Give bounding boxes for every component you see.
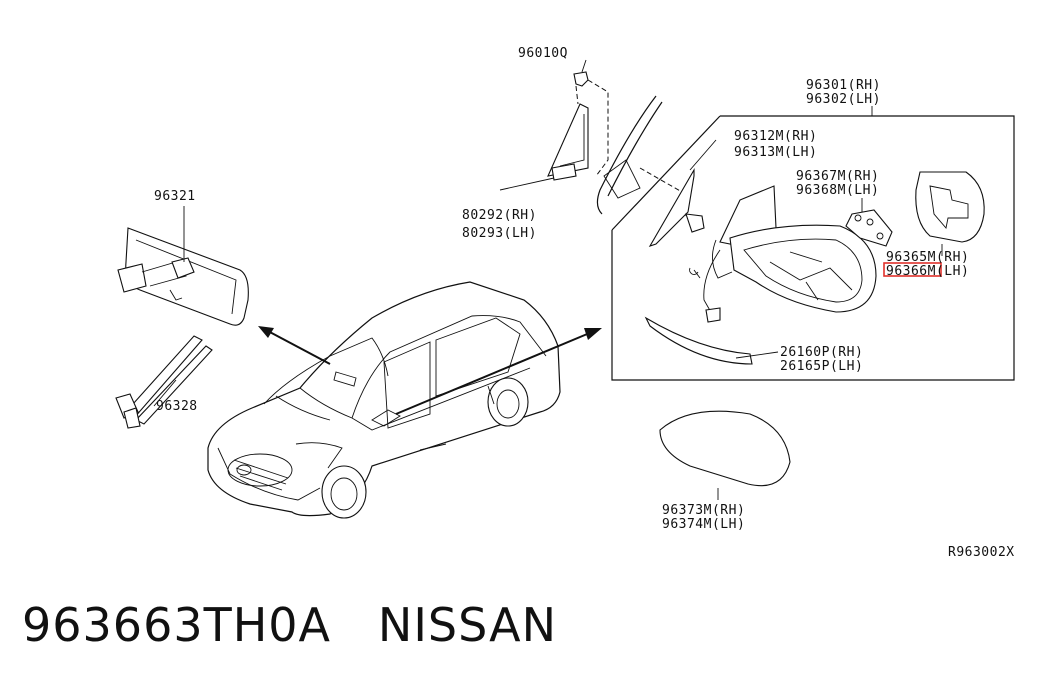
- diagram-reference: R963002X: [948, 545, 1015, 560]
- base-gasket-96312: [648, 139, 717, 247]
- label-96328[interactable]: 96328: [156, 399, 198, 414]
- label-96312[interactable]: 96312M(RH): [734, 129, 817, 144]
- label-96010q[interactable]: 96010Q: [518, 46, 568, 61]
- label-80292[interactable]: 80292(RH): [462, 208, 537, 223]
- label-96313[interactable]: 96313M(LH): [734, 145, 817, 160]
- car-body: [207, 281, 561, 519]
- label-96368[interactable]: 96368M(LH): [796, 183, 879, 198]
- label-26160[interactable]: 26160P(RH): [780, 345, 863, 360]
- part-number: 963663TH0A: [22, 598, 332, 652]
- label-96373[interactable]: 96373M(RH): [662, 503, 745, 518]
- label-80293[interactable]: 80293(LH): [462, 226, 537, 241]
- cover-96373: [659, 410, 791, 500]
- label-26165[interactable]: 26165P(LH): [780, 359, 863, 374]
- inner-mirror-96321: [117, 206, 249, 326]
- mirror-glass-96365: [915, 171, 985, 256]
- label-96302[interactable]: 96302(LH): [806, 92, 881, 107]
- pointer-arrows: [258, 326, 602, 415]
- mirror-housing: [689, 185, 877, 323]
- highlight-box: [883, 262, 942, 277]
- label-96301[interactable]: 96301(RH): [806, 78, 881, 93]
- label-96366[interactable]: 96366M(LH): [886, 264, 969, 279]
- mirror-assembly-box: [611, 106, 1015, 381]
- brand-name: NISSAN: [377, 598, 558, 652]
- actuator-96367: [845, 198, 893, 247]
- harness-cover-96328: [115, 335, 213, 429]
- caption: 963663TH0A NISSAN: [22, 598, 557, 652]
- label-96365[interactable]: 96365M(RH): [886, 250, 969, 265]
- label-96367[interactable]: 96367M(RH): [796, 169, 879, 184]
- label-96374[interactable]: 96374M(LH): [662, 517, 745, 532]
- clip-and-bracket-80292: [499, 59, 609, 191]
- label-96321[interactable]: 96321: [154, 189, 196, 204]
- finisher-26160: [644, 316, 779, 365]
